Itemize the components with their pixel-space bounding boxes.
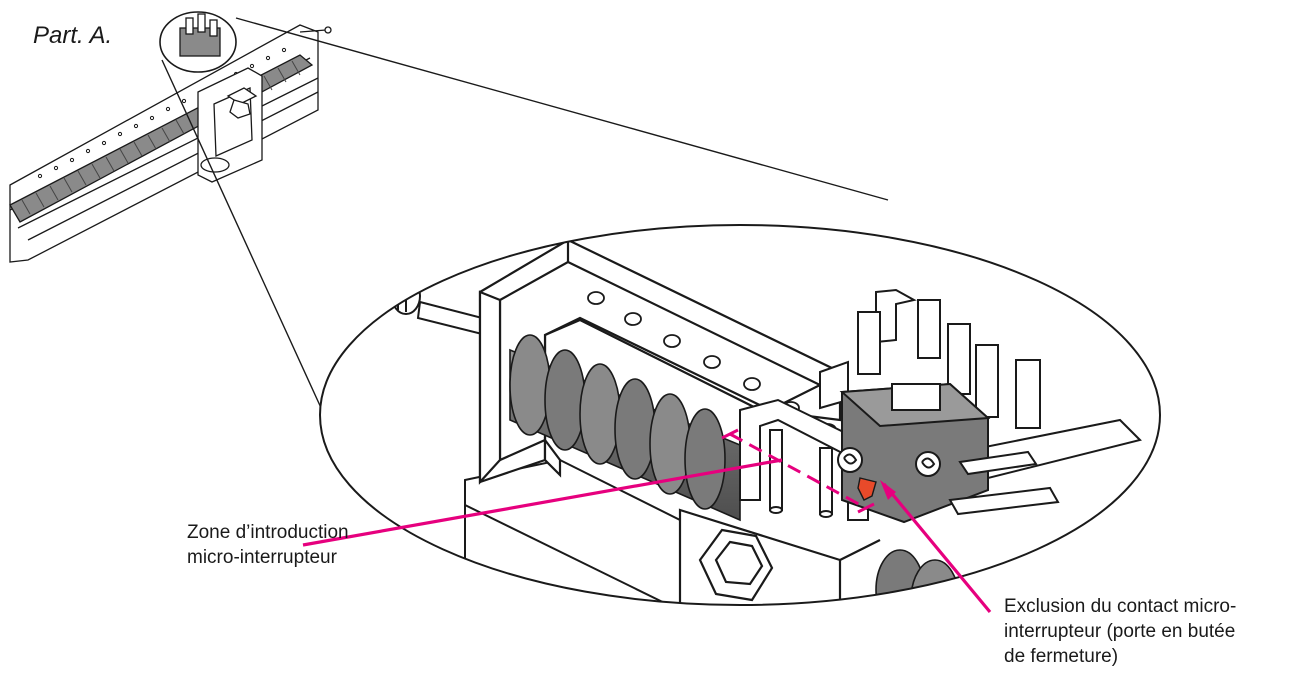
callout-insertion-zone: Zone d’introduction micro-interrupteur [187, 520, 349, 570]
actuator-bracket [739, 398, 869, 521]
magnifier-lens [319, 224, 1161, 606]
overview-holes [37, 47, 287, 179]
callout-line: micro-interrupteur [187, 547, 337, 568]
callout-leaders [302, 458, 992, 614]
callout-line: Zone d’introduction [187, 522, 349, 543]
insertion-zone-indicator [721, 428, 875, 514]
part-label: Part. A. [33, 22, 113, 49]
callout-line: Exclusion du contact micro- [1004, 596, 1237, 617]
callout-line: interrupteur (porte en butée [1004, 621, 1236, 642]
contact-highlight [857, 477, 877, 501]
magnified-detail [320, 225, 1160, 605]
micro-switch [837, 382, 1060, 524]
overview-rack [9, 13, 332, 263]
hex-bolt [678, 508, 881, 605]
detail-marker-ellipse [159, 11, 237, 73]
u-bracket [478, 238, 842, 485]
callout-line: de fermeture) [1004, 646, 1119, 667]
callout-contact-exclusion: Exclusion du contact micro- interrupteur… [1004, 594, 1236, 669]
magnifier-lines [161, 17, 889, 411]
